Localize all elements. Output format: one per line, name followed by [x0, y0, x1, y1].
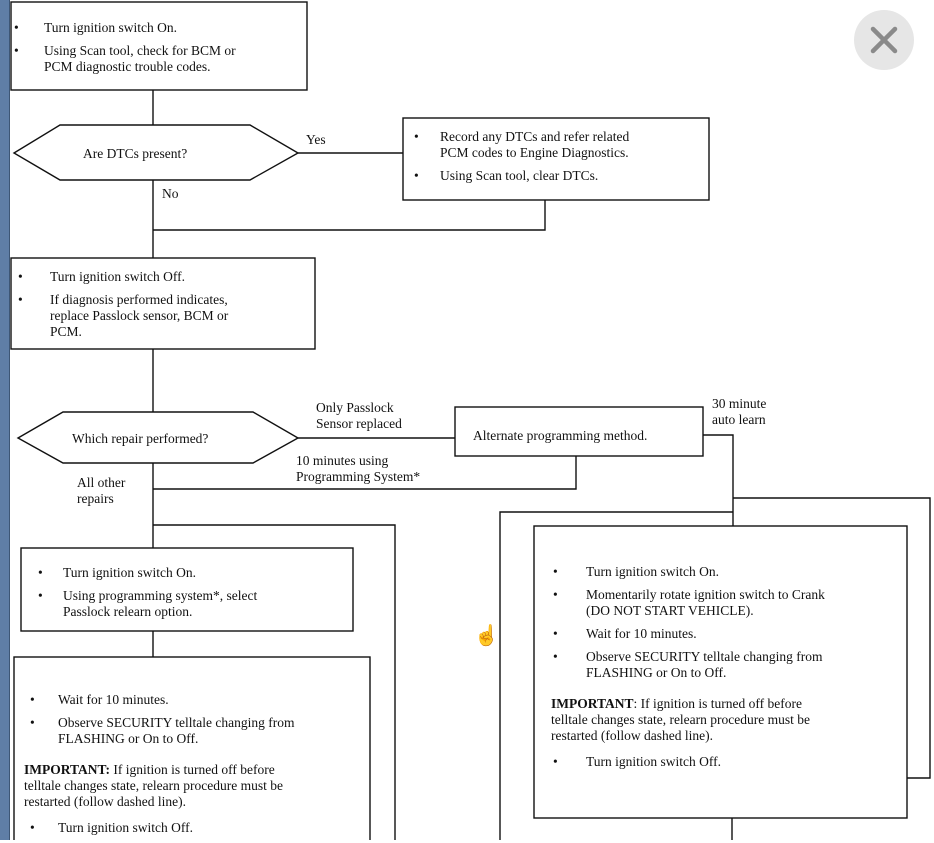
right-box-last: Turn ignition switch Off. [551, 754, 721, 777]
box-alternate [454, 406, 704, 457]
box-step1 [10, 1, 308, 91]
list-item: Turn ignition switch Off. [16, 269, 228, 285]
hand-pointer-icon: ☝ [474, 625, 499, 647]
list-item: Observe SECURITY telltale changing fromF… [551, 649, 825, 681]
left-important-note: IMPORTANT: If ignition is turned off bef… [24, 762, 284, 809]
yes-label: Yes [306, 132, 326, 147]
close-button[interactable] [854, 10, 914, 70]
box-yes [402, 117, 710, 201]
dashed-loop-left [153, 524, 396, 840]
loop-right-left [499, 511, 733, 840]
box-left2 [13, 656, 371, 840]
list-item: Momentarily rotate ignition switch to Cr… [551, 587, 825, 619]
alternate-label: Alternate programming method. [473, 428, 648, 443]
right-important-note: IMPORTANT: If ignition is turned off bef… [551, 696, 811, 743]
decision2-question: Which repair performed? [72, 431, 209, 446]
list-item: Turn ignition switch Off. [551, 754, 721, 770]
box-right [533, 525, 908, 819]
list-item: Turn ignition switch On. [36, 565, 257, 581]
list-item: Turn ignition switch On. [14, 20, 236, 36]
window-edge [0, 0, 10, 840]
list-item: Using programming system*, selectPassloc… [36, 588, 257, 620]
list-item: Wait for 10 minutes. [28, 692, 294, 708]
step2-list: Turn ignition switch Off. If diagnosis p… [16, 269, 228, 347]
connector-auto [703, 434, 734, 526]
list-item: If diagnosis performed indicates,replace… [16, 292, 228, 340]
step1-list: Turn ignition switch On. Using Scan tool… [14, 20, 236, 82]
list-item: Turn ignition switch Off. [28, 820, 193, 836]
list-item: Observe SECURITY telltale changing fromF… [28, 715, 294, 747]
box-step2 [10, 257, 316, 350]
left-box1-list: Turn ignition switch On. Using programmi… [36, 565, 257, 627]
right-box-list: Turn ignition switch On. Momentarily rot… [551, 564, 825, 688]
box-left1 [20, 547, 354, 632]
left-box2-last: Turn ignition switch Off. [28, 820, 193, 843]
connector-return [153, 200, 546, 231]
loop-right-outer [733, 497, 931, 779]
decision1-question: Are DTCs present? [83, 146, 188, 161]
no-label: No [162, 186, 179, 201]
list-item: Turn ignition switch On. [551, 564, 825, 580]
list-item: Wait for 10 minutes. [551, 626, 825, 642]
connector-programming [153, 456, 577, 490]
list-item: Using Scan tool, clear DTCs. [412, 168, 629, 184]
left-box2-list: Wait for 10 minutes. Observe SECURITY te… [28, 692, 294, 754]
close-icon [870, 26, 898, 54]
